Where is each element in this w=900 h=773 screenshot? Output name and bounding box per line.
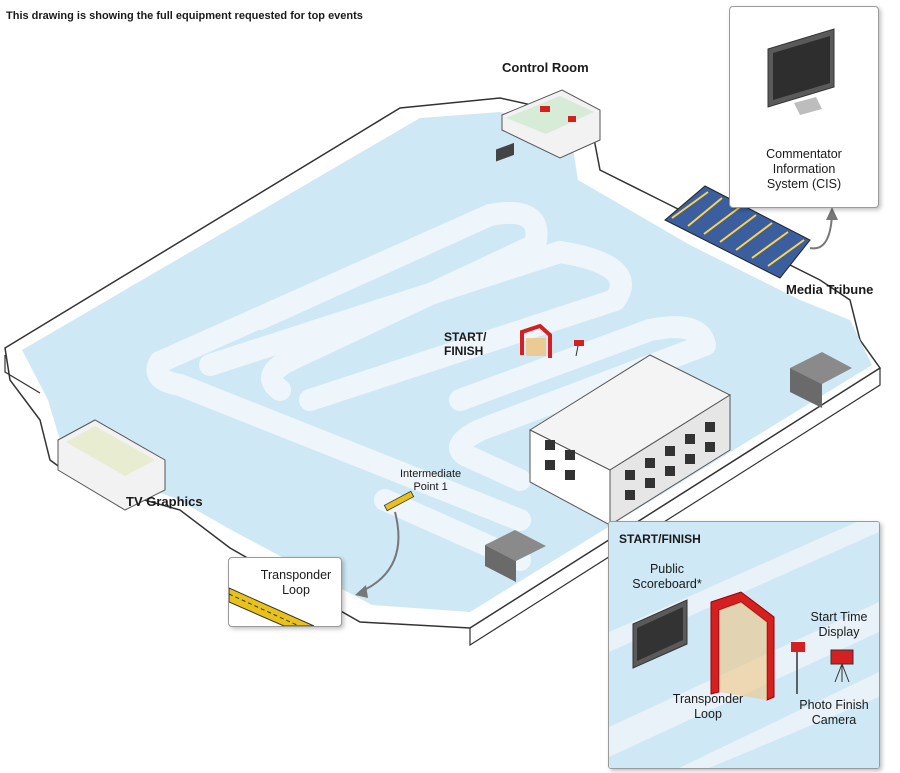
- cis-line3: System (CIS): [766, 177, 842, 191]
- tv-graphics-building: [57, 419, 166, 511]
- transponder-callout-line2: Loop: [282, 583, 310, 597]
- control-room-building: [501, 89, 601, 159]
- inset-camera-line1: Photo Finish: [799, 698, 869, 712]
- media-tribune-label: Media Tribune: [786, 282, 874, 297]
- transponder-arrow: [359, 511, 400, 593]
- tv-graphics-label: TV Graphics: [126, 494, 203, 509]
- inset-start-time-line2: Display: [818, 625, 860, 639]
- inset-title: START/FINISH: [619, 532, 701, 546]
- inset-start-time-line1: Start Time: [810, 610, 868, 624]
- transponder-callout: Transponder Loop: [228, 557, 342, 627]
- inset-loop-label: Transponder Loop: [663, 692, 753, 722]
- cis-arrowhead: [826, 207, 838, 220]
- inset-scoreboard-label: Public Scoreboard*: [617, 562, 717, 592]
- start-finish-label-line1: START/: [444, 330, 487, 344]
- transponder-arrowhead: [355, 585, 368, 598]
- cis-line2: Information: [772, 162, 836, 176]
- inset-camera-line2: Camera: [811, 713, 857, 727]
- inset-start-time-label: Start Time Display: [799, 610, 879, 640]
- intermediate-point-label: Intermediate Point 1: [400, 468, 461, 494]
- garage-right: [790, 352, 852, 408]
- start-finish-inset: START/FINISH Public Scoreboard* Start Ti…: [608, 521, 880, 769]
- header-note: This drawing is showing the full equipme…: [6, 10, 363, 22]
- main-building: [528, 354, 732, 526]
- inset-scene: [609, 522, 879, 768]
- cis-callout-text: Commentator Information System (CIS): [730, 147, 878, 192]
- monitor-icon: [767, 28, 835, 115]
- transponder-loop-icon: [229, 587, 315, 626]
- media-tribune: [664, 185, 811, 279]
- intermediate-loop: [383, 490, 415, 512]
- start-finish-label-line2: FINISH: [444, 344, 484, 359]
- inset-scoreboard-line1: Public: [649, 562, 685, 576]
- garage-bottom: [485, 530, 546, 582]
- control-room-label: Control Room: [502, 60, 589, 75]
- start-finish-gate: [496, 142, 584, 358]
- intermediate-point-line2: Point 1: [413, 481, 448, 494]
- inset-scoreboard-line2: Scoreboard*: [632, 577, 702, 591]
- cis-callout: Commentator Information System (CIS): [729, 6, 879, 208]
- start-finish-label: START/ FINISH: [444, 330, 486, 359]
- transponder-callout-text: Transponder Loop: [251, 568, 341, 598]
- inset-loop-line2: Loop: [694, 707, 722, 721]
- cis-line1: Commentator: [766, 147, 842, 161]
- inset-loop-line1: Transponder: [672, 692, 744, 706]
- cis-arrow: [809, 214, 833, 250]
- inset-camera-label: Photo Finish Camera: [789, 698, 879, 728]
- transponder-callout-line1: Transponder: [260, 568, 332, 582]
- intermediate-point-line1: Intermediate: [400, 468, 462, 480]
